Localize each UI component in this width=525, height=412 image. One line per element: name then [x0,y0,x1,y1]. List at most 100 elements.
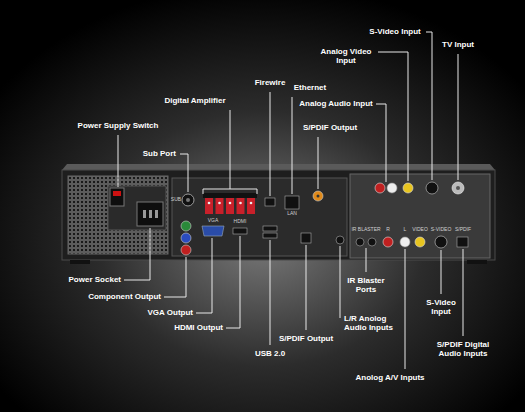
io-panel-part [237,198,245,214]
callout-label: Firewire [255,78,286,87]
capture-card-part [415,237,425,247]
leader-lines-part [124,228,150,280]
leader-lines [118,32,463,369]
callout-label: Sub Port [143,149,176,158]
leader-lines-part [458,54,459,180]
io-panel-part [263,226,277,231]
chassis-part [70,260,90,264]
power-supply-part [113,191,121,196]
leader-lines-part [270,240,271,345]
io-panel-part [203,193,257,198]
capture-card-part [435,236,447,248]
power-supply-part [143,210,146,218]
power-supply [68,176,168,254]
io-panel-part [285,196,299,209]
panel-marking: L [404,227,407,233]
power-supply-part [149,210,152,218]
io-panel-part [317,195,320,198]
leader-lines-part [376,104,386,182]
io-panel-part [186,198,190,202]
capture-card-part [457,237,468,247]
capture-card-part [400,237,410,247]
capture-card-part [387,183,397,193]
panel-marking: VIDEO [412,227,428,233]
panel-marking: HDMI [234,219,247,225]
power-supply-part [137,202,163,226]
io-panel [172,178,347,256]
leader-lines-part [164,257,186,297]
leader-lines-part [292,97,293,194]
power-supply-part [68,176,168,254]
panel-marking: VGA [208,218,219,224]
leader-lines-part [306,245,307,330]
panel-marking: R [386,227,390,233]
capture-card-part [426,182,438,194]
chassis [62,164,495,264]
callout-label: L/R Anolog Audio Inputs [344,314,399,332]
callout-label: S-Video Input [424,298,458,316]
power-supply-part [110,188,124,206]
callout-label: S-Video Input [369,27,420,36]
io-panel-part [181,245,191,255]
leader-lines-part [340,246,341,318]
capture-card-part [403,183,413,193]
io-panel-part [216,198,224,214]
callout-label: Digital Amplifier [164,96,225,105]
io-panel-part [205,198,213,214]
io-panel-part [239,202,242,205]
panel-marking: LAN [287,211,297,217]
leader-lines-part [118,135,119,187]
leader-lines-part [366,248,367,272]
leader-lines-part [441,250,442,294]
callout-label: S/PDIF Digital Audio Inputs [434,340,492,358]
io-panel-part [247,198,255,214]
capture-card-part [368,238,376,246]
capture-card-part [350,174,490,258]
io-panel-part [336,236,344,244]
capture-card-part [375,183,385,193]
callout-label: Anolog A/V Inputs [355,373,424,382]
leader-lines-part [226,236,240,328]
callout-label: USB 2.0 [255,349,285,358]
callout-label: VGA Output [148,308,193,317]
panel-marking: SUB [171,197,181,203]
capture-card [350,174,490,258]
callout-label: Ethernet [294,83,326,92]
leader-lines-part [405,249,406,369]
callout-label: IR Blaster Ports [345,276,387,294]
capture-card-part [456,186,460,190]
io-panel-part [202,226,224,236]
io-panel-part [313,191,323,201]
callout-label: Analog Audio Input [299,99,372,108]
panel-marking: IR BLASTER [351,227,380,233]
chassis-part [62,170,495,260]
power-supply-part [155,210,158,218]
panel-marking: S/PDIF [455,227,471,233]
capture-card-part [383,237,393,247]
io-panel-part [181,221,191,231]
io-panel-part [218,202,221,205]
io-panel-part [226,198,234,214]
chassis-part [62,164,495,170]
io-panel-part [172,178,347,256]
leader-lines-part [378,52,408,181]
leader-lines-part [180,154,188,192]
leader-lines-part [230,110,231,189]
callout-label: HDMI Output [174,323,223,332]
io-panel-part [182,194,194,206]
io-panel-part [208,202,211,205]
callout-label: TV Input [442,40,474,49]
callout-label: Analog Video Input [316,47,376,65]
leader-lines-part [196,238,212,313]
io-panel-part [301,233,311,243]
io-panel-part [229,202,232,205]
io-panel-part [233,228,247,234]
leader-lines-part [426,32,432,180]
callout-label: Component Output [88,292,161,301]
leader-lines-part [318,137,319,189]
io-panel-part [181,233,191,243]
power-supply-part [108,186,166,230]
